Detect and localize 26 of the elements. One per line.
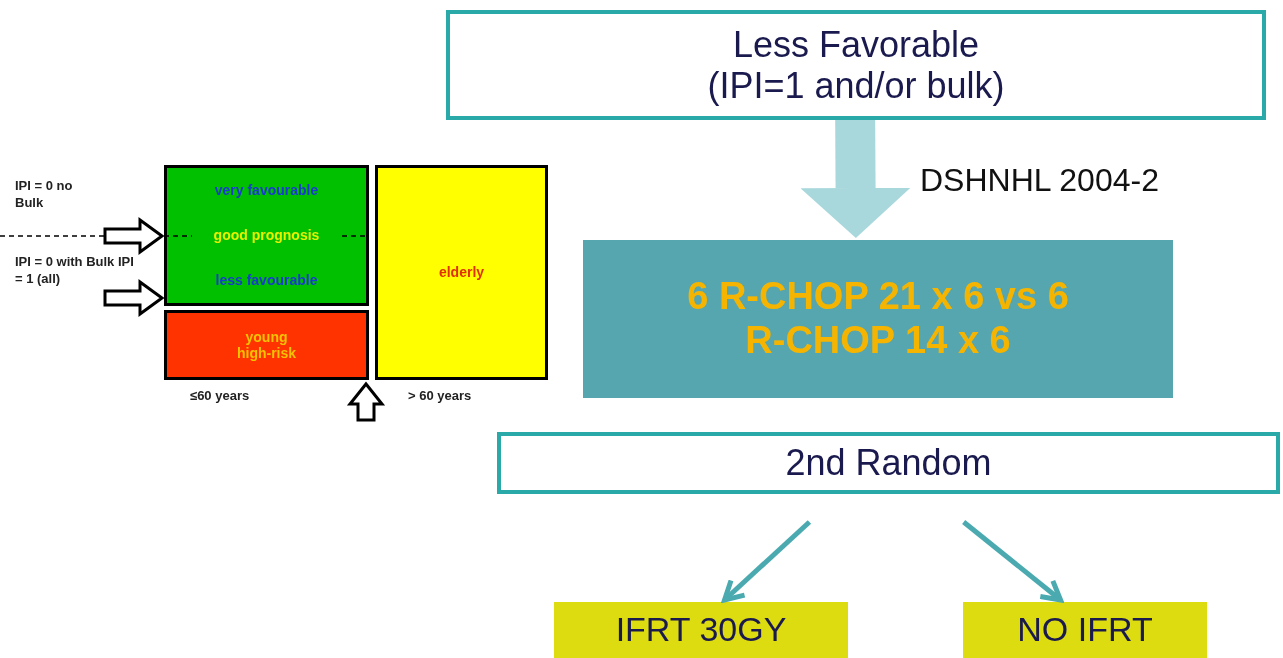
randomization-box [497, 432, 1280, 494]
risk-group-box [164, 165, 369, 306]
box-label: very favourable [214, 182, 319, 199]
box-label: less favourable [215, 272, 318, 289]
box-label: NO IFRT [1017, 610, 1153, 650]
risk-group-box [164, 310, 369, 380]
box-label: Less Favorable (IPI=1 and/or bulk) [706, 23, 1006, 107]
edge-label: DSHNHL 2004-2 [920, 161, 1159, 200]
block-arrow [103, 217, 165, 255]
treatment-option-box [554, 602, 848, 658]
risk-group-box [375, 165, 548, 380]
block-arrow [103, 279, 165, 317]
treatment-option-box [963, 602, 1207, 658]
box-label: 6 R-CHOP 21 x 6 vs 6 R-CHOP 14 x 6 [686, 275, 1070, 363]
box-label: IFRT 30GY [615, 610, 787, 650]
annotation-text: IPI = 0 no Bulk [15, 178, 74, 212]
treatment-box [583, 240, 1173, 398]
category-box [446, 10, 1266, 120]
block-arrow [346, 381, 386, 422]
box-label: good prognosis [213, 227, 320, 244]
box-label: elderly [438, 264, 485, 281]
axis-label: > 60 years [408, 388, 472, 405]
axis-label: ≤60 years [190, 388, 250, 405]
box-label: 2nd Random [785, 442, 992, 484]
box-label: young high-risk [235, 328, 298, 362]
annotation-text: IPI = 0 with Bulk IPI = 1 (all) [15, 254, 135, 288]
